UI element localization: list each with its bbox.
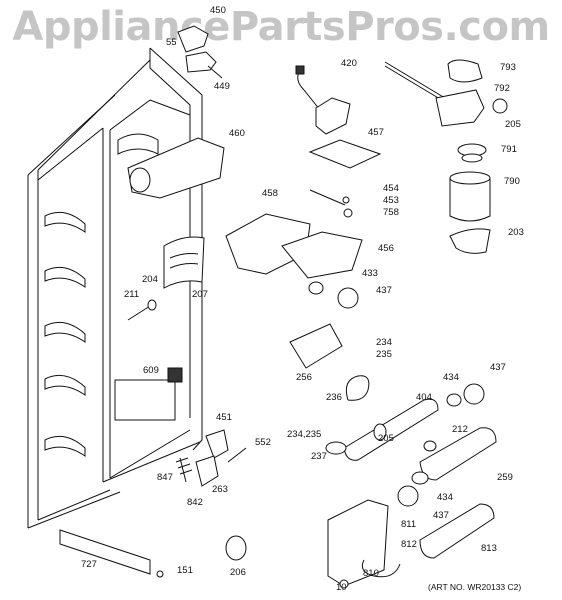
callout-205: 205 [378, 433, 394, 444]
callout-212: 212 [452, 424, 468, 435]
part-256-lens [289, 323, 343, 369]
callout-811: 811 [401, 519, 416, 530]
part-206-button [225, 535, 247, 561]
callout-234: 234 [376, 337, 392, 348]
part-451-bracket [175, 429, 247, 487]
callout-458: 458 [262, 188, 278, 199]
callout-842: 842 [187, 497, 203, 508]
callout-460: 460 [229, 128, 245, 139]
callout-437: 437 [490, 362, 506, 373]
callout-236: 236 [326, 392, 342, 403]
callout-434: 434 [437, 492, 453, 503]
callout-207: 207 [192, 289, 208, 300]
part-460-duct [127, 137, 225, 199]
callout-793: 793 [500, 62, 516, 73]
part-810-assembly [327, 499, 401, 589]
callout-727: 727 [81, 559, 97, 570]
part-204-screw [127, 299, 157, 321]
callout-791: 791 [501, 144, 517, 155]
callout-203: 203 [508, 227, 524, 238]
callout-790: 790 [504, 176, 520, 187]
callout-256: 256 [296, 372, 312, 383]
callout-10: 10 [336, 582, 347, 593]
part-236-spring [345, 375, 370, 401]
callout-813: 813 [481, 543, 497, 554]
part-207-louver [163, 236, 205, 289]
callout-204: 204 [142, 274, 158, 285]
callout-792: 792 [494, 83, 510, 94]
callout-451: 451 [216, 412, 232, 423]
callout-234-235: 234,235 [287, 429, 321, 440]
callout-205: 205 [505, 119, 521, 130]
callout-labels: 450 55 449 420 793 792 205 460 457 791 790 45445375… [81, 5, 524, 593]
callout-211: 211 [124, 289, 139, 300]
callout-55: 55 [166, 37, 177, 48]
part-450-bracket [177, 25, 223, 79]
callout-434: 434 [443, 372, 459, 383]
callout-237: 237 [311, 451, 327, 462]
callout-263: 263 [212, 484, 228, 495]
callout-847: 847 [157, 472, 173, 483]
callout-433: 433 [362, 268, 378, 279]
callout-449: 449 [214, 81, 230, 92]
part-404-tube [325, 383, 497, 481]
callout-206: 206 [230, 567, 246, 578]
callout-235: 235 [376, 349, 392, 360]
callout-456: 456 [378, 243, 394, 254]
callout-810: 810 [363, 568, 379, 579]
water-filter-assembly [384, 59, 508, 254]
callout-437: 437 [376, 285, 392, 296]
callout-437: 437 [433, 510, 449, 521]
callout-450: 450 [210, 5, 226, 16]
callout-758: 758 [383, 207, 399, 218]
callout-812: 812 [401, 539, 417, 550]
callout-259: 259 [497, 472, 513, 483]
callout-453: 453 [383, 195, 399, 206]
callout-609: 609 [143, 365, 159, 376]
part-458-housing [225, 189, 363, 279]
callout-404: 404 [416, 392, 432, 403]
callout-151: 151 [177, 565, 193, 576]
part-457-panel [308, 139, 382, 169]
callout-457: 457 [368, 127, 384, 138]
part-434-socket [397, 471, 429, 507]
art-number: (ART NO. WR20133 C2) [428, 582, 522, 592]
part-609-switch [167, 367, 183, 383]
part-727-grille [59, 529, 164, 578]
callout-420: 420 [341, 58, 357, 69]
part-813-cover [419, 503, 495, 559]
cabinet-liner [27, 47, 203, 529]
part-433-socket [308, 281, 359, 309]
callout-454: 454 [383, 183, 399, 194]
part-420-harness [295, 65, 351, 135]
callout-552: 552 [255, 437, 271, 448]
